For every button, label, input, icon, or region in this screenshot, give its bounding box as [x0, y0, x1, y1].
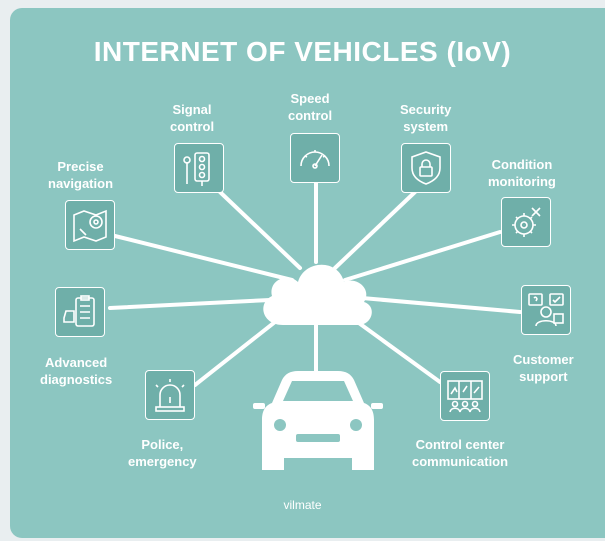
node-control-center — [440, 371, 490, 421]
line-condition-monitoring — [343, 230, 502, 282]
gear-wrench-icon — [512, 207, 541, 237]
node-advanced-diagnostics — [55, 287, 105, 337]
line-police-emergency — [193, 316, 282, 387]
node-speed-control — [290, 133, 340, 183]
line-control-center — [350, 316, 442, 384]
line-advanced-diagnostics — [108, 298, 272, 310]
shield-lock-icon — [411, 151, 441, 185]
clipboard-car-icon — [63, 295, 95, 327]
speedometer-icon — [300, 150, 330, 169]
node-police-emergency — [145, 370, 195, 420]
line-precise-navigation — [113, 234, 294, 282]
line-signal-control — [218, 190, 302, 270]
map-pin-icon — [73, 209, 107, 243]
control-room-icon — [447, 380, 483, 413]
support-agent-icon — [528, 293, 564, 327]
node-customer-support — [521, 285, 571, 335]
siren-icon — [155, 379, 185, 412]
node-precise-navigation — [65, 200, 115, 250]
line-customer-support — [360, 296, 522, 314]
traffic-light-icon — [183, 152, 210, 186]
car-icon — [253, 371, 383, 470]
line-security-system — [333, 190, 417, 270]
page-title: INTERNET OF VEHICLES (IoV) — [93, 36, 512, 67]
node-label-police-emergency: Police,emergency — [128, 437, 197, 469]
node-security-system — [401, 143, 451, 193]
cloud-icon — [263, 264, 372, 325]
brand-logo: vilmate — [283, 498, 322, 512]
node-signal-control — [174, 143, 224, 193]
node-condition-monitoring — [501, 197, 551, 247]
